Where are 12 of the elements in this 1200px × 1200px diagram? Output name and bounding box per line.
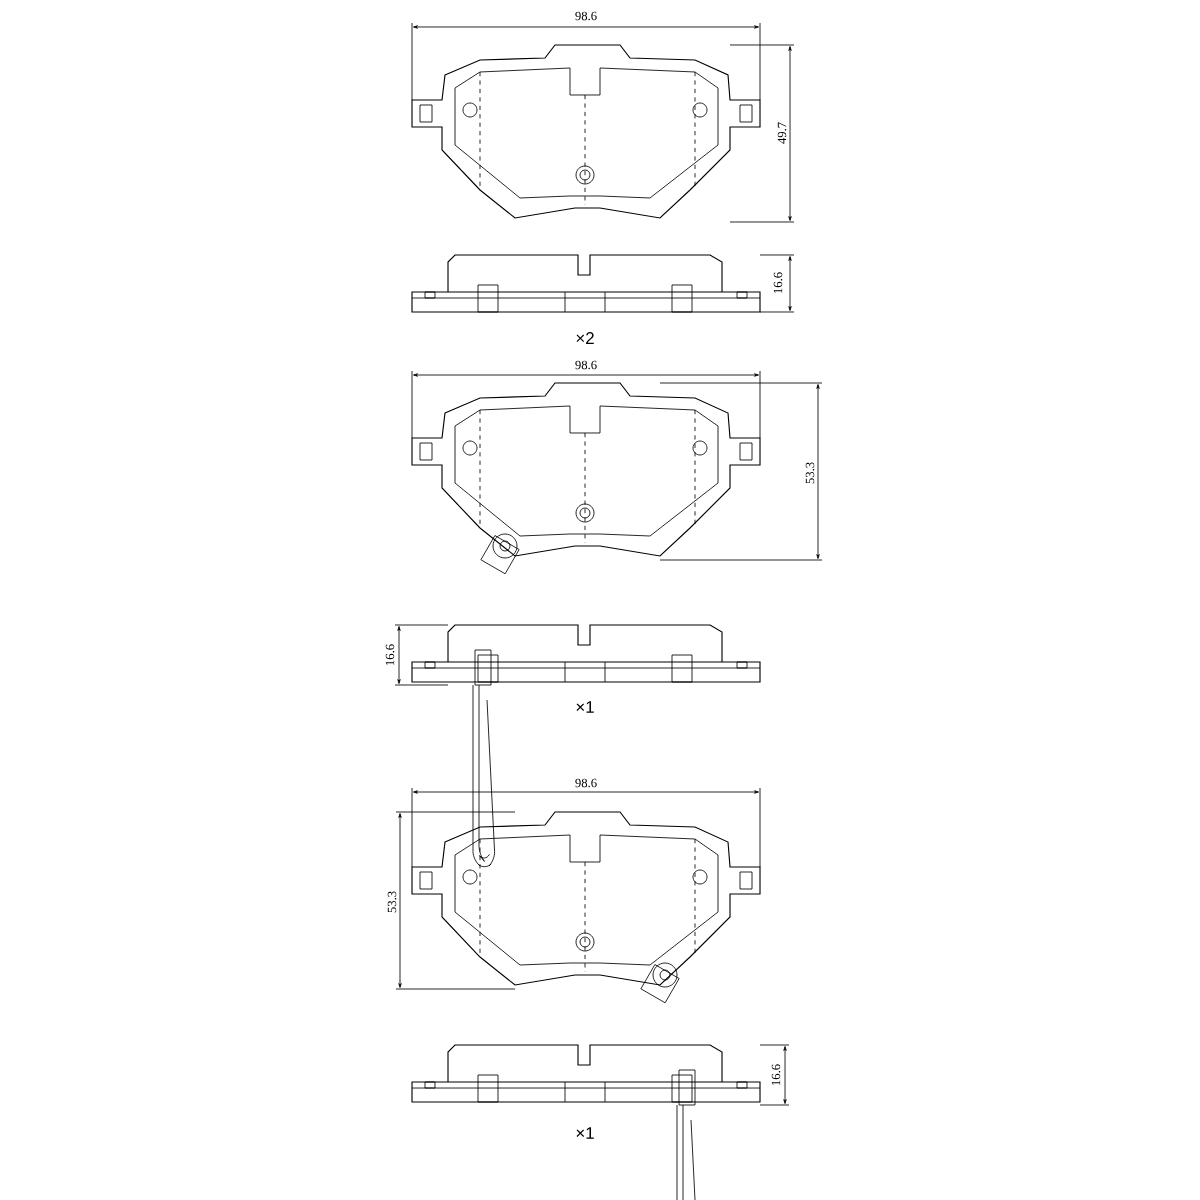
dimension-label: 16.6	[385, 644, 395, 665]
quantity-label: ×1	[576, 1127, 594, 1139]
dimension-label: 49.7	[777, 122, 787, 144]
dimension-label: 53.3	[805, 462, 815, 484]
dimension-label: 16.6	[771, 1064, 781, 1085]
dimension-label: 98.6	[575, 11, 597, 21]
quantity-label: ×2	[576, 332, 594, 344]
dimension-label: 16.6	[773, 272, 783, 293]
dimension-label: 53.3	[387, 891, 397, 913]
dimension-label: 98.6	[575, 360, 597, 370]
quantity-label: ×1	[576, 701, 594, 713]
dimension-label: 98.6	[575, 778, 597, 788]
